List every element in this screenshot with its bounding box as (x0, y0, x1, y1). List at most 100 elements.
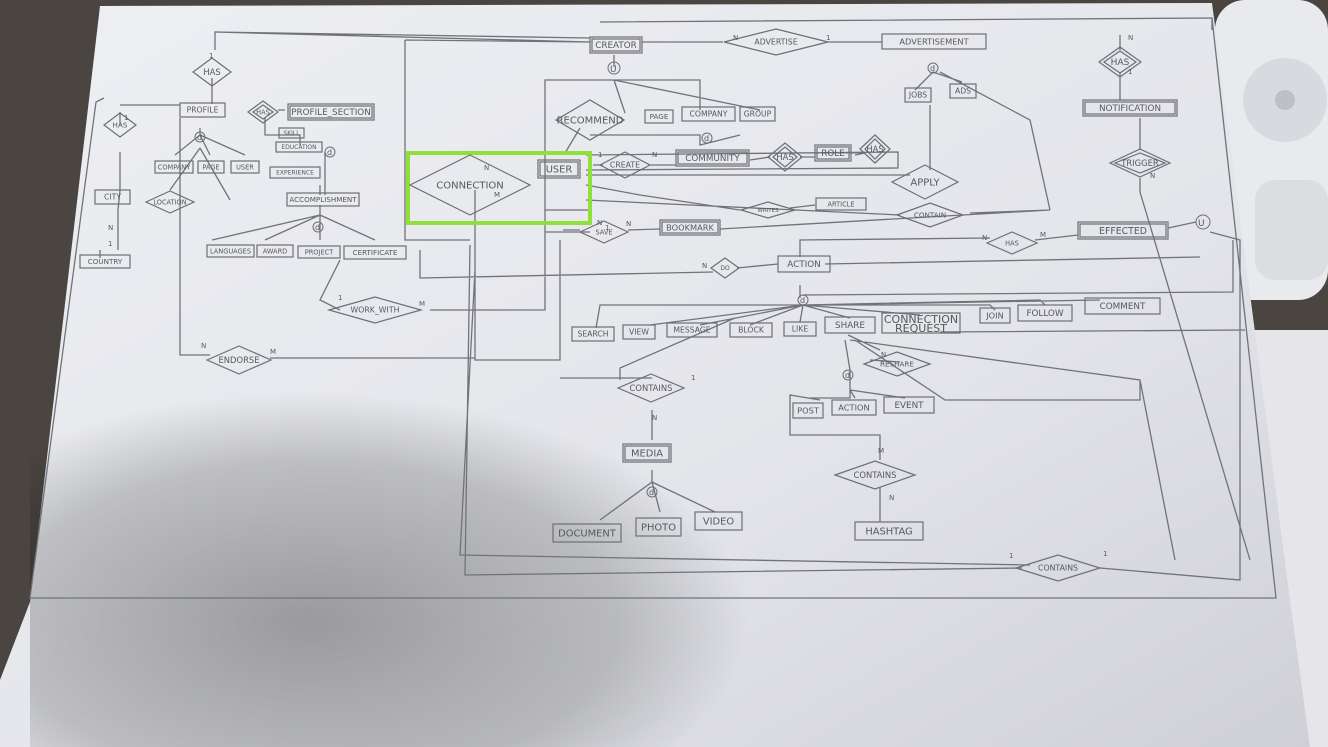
relationship-label: HAS (776, 152, 793, 162)
cardinality-label: M (878, 447, 884, 455)
entity-label: CERTIFICATE (353, 248, 398, 257)
cardinality-label: 1 (338, 294, 342, 302)
entity-label: ADVERTISEMENT (899, 36, 969, 46)
entity-label: BLOCK (738, 326, 765, 335)
entity-label: COMPANY (690, 110, 728, 119)
relationship-label: APPLY (910, 178, 940, 189)
cardinality-label: 1 (826, 34, 830, 42)
cardinality-label: 1 (1009, 552, 1013, 560)
cardinality-label: N (108, 224, 113, 232)
entity-label: EDUCATION (281, 144, 316, 151)
entity-label: POST (797, 405, 820, 415)
entity-label: VIEW (629, 328, 649, 337)
cardinality-label: N (982, 234, 987, 242)
relationship-label: CONTAINS (1038, 564, 1078, 573)
entity-label: USER (236, 163, 254, 171)
entity-label: COMMENT (1100, 302, 1146, 312)
entity-label: ACTION (838, 402, 869, 412)
cardinality-label: 1 (209, 52, 213, 60)
entity-label: EXPERIENCE (276, 170, 314, 177)
cardinality-label: N (889, 494, 894, 502)
entity-label: SKILL (283, 130, 300, 137)
relationship-label: HAS (203, 67, 220, 77)
cardinality-label: N (201, 342, 206, 350)
cardinality-label: M (419, 300, 425, 308)
relationship-label: HAS (256, 108, 270, 116)
entity-label: ARTICLE (827, 200, 854, 208)
entity-label: SEARCH (577, 330, 608, 339)
entity-label: COUNTRY (88, 257, 123, 266)
cardinality-label: N (652, 151, 657, 159)
relationship-label: WORK_WITH (351, 306, 400, 315)
entity-label: FOLLOW (1026, 309, 1063, 319)
disjoint-symbol-advertisement: d (930, 64, 935, 73)
cardinality-label: N (626, 220, 631, 228)
entity-label: COMMUNITY (685, 154, 740, 164)
entity-label: ROLE (821, 149, 845, 159)
disjoint-symbol-share: d (845, 371, 850, 380)
disjoint-symbol-profile: d (197, 133, 202, 142)
cardinality-label: 1 (1128, 68, 1132, 76)
cardinality-label: N (1150, 172, 1155, 180)
entity-label: HASHTAG (865, 526, 912, 537)
entity-label: AWARD (263, 247, 287, 255)
cardinality-label: N (1128, 34, 1133, 42)
relationship-label: TRIGGER (1120, 158, 1159, 168)
entity-label: MESSAGE (673, 326, 710, 335)
relationship-label: CREATE (610, 161, 640, 170)
relationship-label: RESHARE (880, 360, 914, 369)
relationship-label: CONTAINS (630, 383, 673, 393)
entity-label: PROJECT (305, 248, 334, 256)
entity-label: CITY (104, 193, 121, 202)
disjoint-symbol-company: d (704, 134, 709, 143)
relationship-label: CONTAIN (914, 211, 946, 220)
cardinality-label: N (733, 34, 738, 42)
cardinality-label: 1 (124, 114, 128, 122)
entity-label: PROFILE (187, 106, 219, 115)
cardinality-label: N (652, 414, 657, 422)
entity-languages: LANGUAGES (207, 245, 254, 257)
entity-label: LIKE (792, 325, 809, 334)
cardinality-label: 1 (108, 240, 112, 248)
entity-label: USER (546, 164, 573, 175)
entity-label: JOIN (985, 310, 1004, 320)
cardinality-label: N (702, 262, 707, 270)
cardinality-label: N (597, 219, 602, 227)
entity-label: EFFECTED (1099, 226, 1147, 237)
union-symbol-creator: U (610, 65, 617, 75)
relationship-label: HAS (866, 144, 883, 154)
entity-label: ADS (955, 87, 971, 96)
entity-creator: CREATOR (590, 37, 642, 53)
entity-education: EDUCATION (276, 142, 322, 152)
entity-label: GROUP (744, 110, 772, 119)
cardinality-label: 1 (605, 224, 609, 232)
entity-label: CREATOR (595, 41, 637, 51)
entity-label: VIDEO (703, 516, 735, 527)
cardinality-label: M (270, 348, 276, 356)
relationship-label: DO (720, 265, 730, 272)
entity-label: DOCUMENT (558, 528, 617, 539)
cardinality-label: 1 (691, 374, 695, 382)
entity-label: ACCOMPLISHMENT (289, 195, 357, 204)
cardinality-label: M (494, 191, 500, 199)
disjoint-symbol-action: d (800, 296, 805, 305)
relationship-label: LOCATION (153, 198, 186, 206)
disjoint-symbol-profile-section: d (327, 148, 332, 157)
entity-label: JOBS (908, 91, 927, 100)
disjoint-symbol-accomplishment: d (315, 223, 320, 232)
relationship-label: CONTAINS (854, 470, 897, 480)
entity-label: PAGE (202, 163, 219, 171)
entity-label: EVENT (894, 401, 924, 411)
shadow (30, 330, 830, 747)
entity-company-p: COMPANY (155, 161, 193, 173)
entity-profile-section: PROFILE_SECTION (288, 104, 374, 120)
relationship-label: ENDORSE (218, 355, 259, 365)
entity-label: NOTIFICATION (1099, 104, 1161, 114)
relationship-label: HAS (1111, 58, 1130, 68)
cardinality-label: N (484, 164, 489, 172)
entity-bookmark: BOOKMARK (660, 220, 720, 235)
entity-label: ACTION (787, 260, 820, 270)
relationship-label: HAS (1005, 239, 1019, 247)
relationship-label: CONNECTION (436, 181, 504, 192)
